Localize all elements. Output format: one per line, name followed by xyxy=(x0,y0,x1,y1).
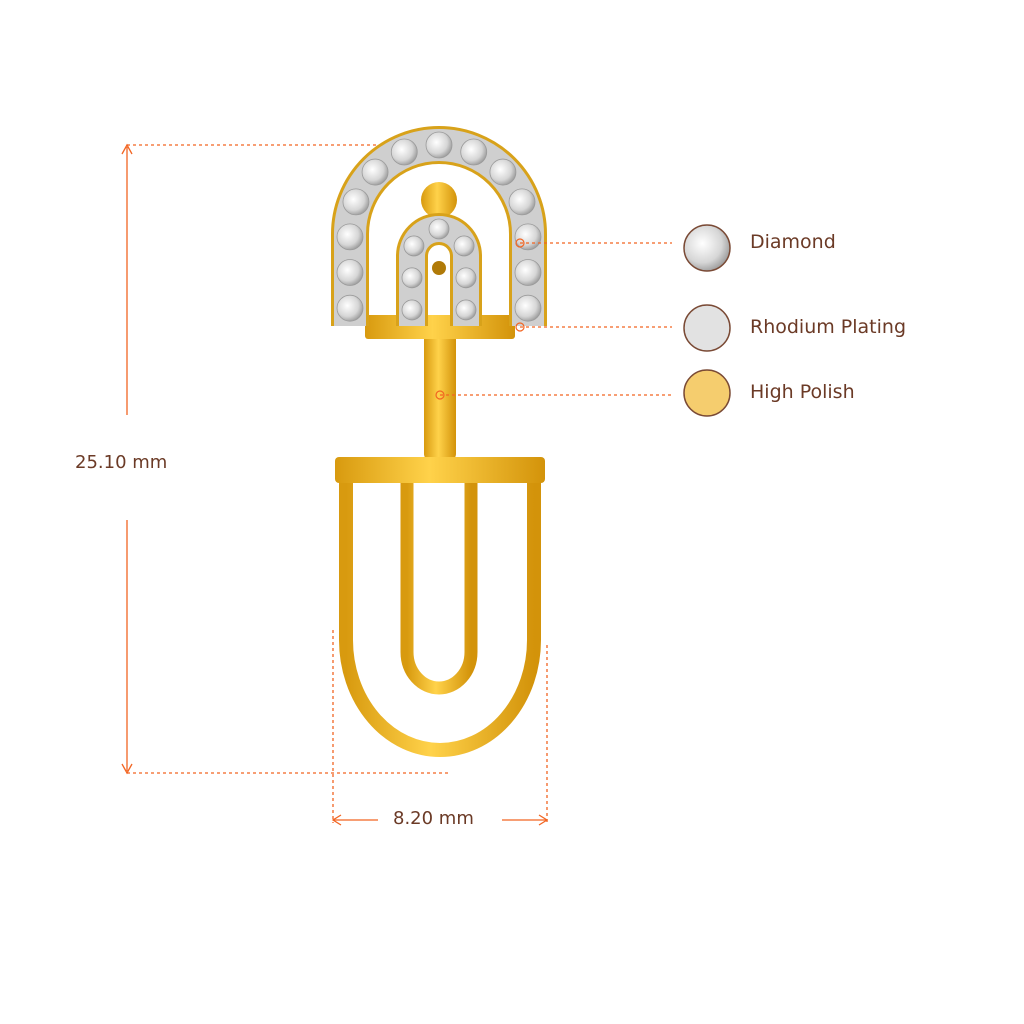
diamond-stone xyxy=(390,138,418,166)
width-label: 8.20 mm xyxy=(393,808,474,829)
rhodium-swatch-icon xyxy=(683,304,731,352)
diamond-stone xyxy=(489,158,517,186)
diamond-stone xyxy=(514,223,542,251)
top-bar xyxy=(335,457,545,483)
high-polish-swatch-icon xyxy=(683,369,731,417)
width-dimension xyxy=(331,630,549,826)
earring xyxy=(331,126,547,757)
diamond-stone xyxy=(514,294,542,322)
inner-u xyxy=(400,483,478,695)
diamond-stone xyxy=(455,299,477,321)
diamond-stone xyxy=(425,131,453,159)
diamond-stone xyxy=(336,259,364,286)
arrow-right-icon xyxy=(538,814,549,826)
diamond-stone xyxy=(401,299,423,321)
diamond-stone xyxy=(342,188,370,216)
legend-diamond: Diamond xyxy=(750,231,836,253)
diamond-stone xyxy=(336,223,364,251)
arch-base-bar xyxy=(365,315,515,339)
diamond-stone xyxy=(401,267,423,289)
diamond-stone xyxy=(460,138,488,166)
diamond-stone xyxy=(336,294,364,322)
height-label: 25.10 mm xyxy=(75,452,168,473)
diamond-stone xyxy=(403,235,425,257)
leader-lines xyxy=(440,242,672,396)
diamond-stone xyxy=(508,188,536,216)
diamond-stone xyxy=(455,267,477,289)
diamond-stone xyxy=(428,218,450,240)
diamond-stone xyxy=(514,259,542,286)
diamond-swatch-icon xyxy=(683,224,731,272)
diamond-stone xyxy=(361,158,389,186)
diamond-stone xyxy=(453,235,475,257)
outer-u xyxy=(339,483,541,757)
arrow-left-icon xyxy=(331,814,342,826)
legend-rhodium-plating: Rhodium Plating xyxy=(750,316,907,338)
earring-stem xyxy=(424,320,456,460)
legend-high-polish: High Polish xyxy=(750,381,855,403)
